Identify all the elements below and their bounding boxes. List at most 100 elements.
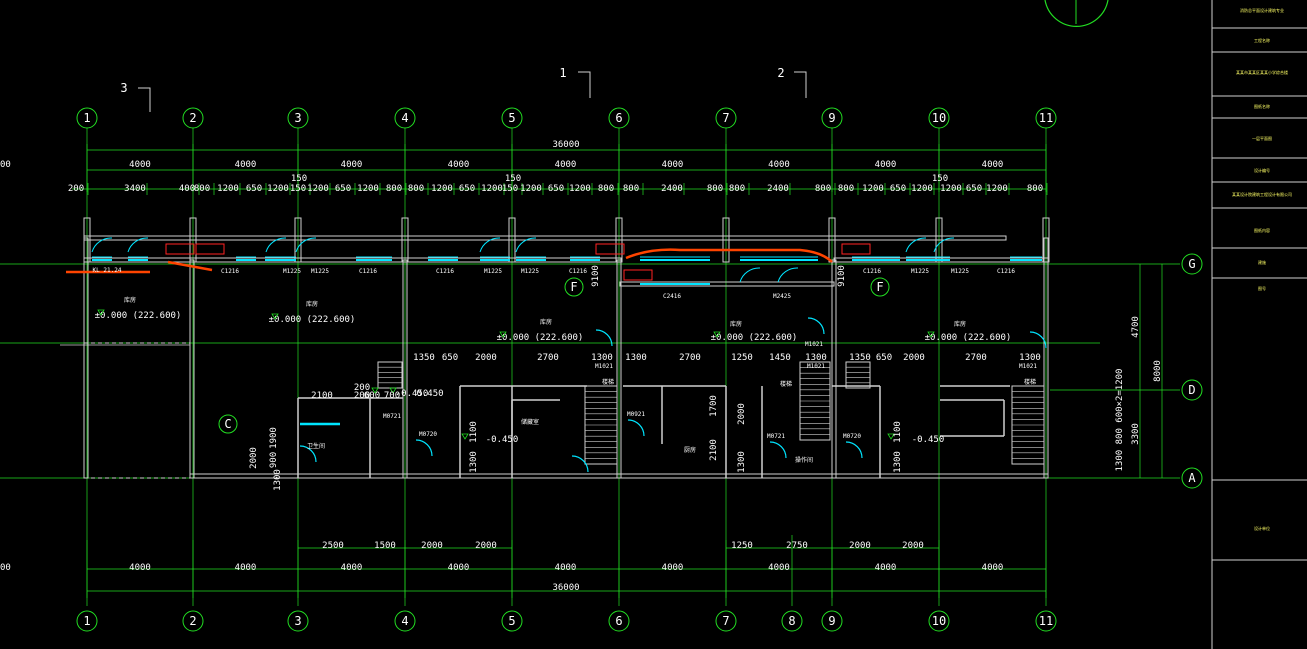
level-triangle	[713, 331, 721, 338]
dim-total-bottom: 36000	[552, 583, 579, 593]
axis-bubble[interactable]	[608, 610, 630, 632]
dim-detail-top: 800	[729, 184, 745, 194]
dim-bay-top: 4000	[341, 160, 363, 170]
north-arrow-circle[interactable]	[1044, 0, 1109, 27]
room-label: 操作间	[795, 456, 813, 464]
axis-bubble[interactable]	[394, 107, 416, 129]
axis-bubble[interactable]	[287, 107, 309, 129]
level-label: ±0.000 (222.600)	[95, 311, 182, 321]
axis-bubble[interactable]	[781, 610, 803, 632]
door-swing-arc	[627, 419, 645, 437]
axis-bubble[interactable]	[76, 610, 98, 632]
axis-bubble[interactable]	[715, 107, 737, 129]
door-swing-arc	[299, 445, 317, 463]
dim-bay-bottom: 4000	[662, 563, 684, 573]
door-swing-arc	[933, 237, 955, 253]
door-swing-arc	[127, 237, 149, 253]
highlight-curve	[625, 248, 833, 263]
section-letter: F	[570, 280, 577, 294]
window-label: C1216	[359, 268, 377, 275]
dim-detail-top: 800	[1027, 184, 1043, 194]
dim-detail-top: 800	[194, 184, 210, 194]
dim-bay-top: 4000	[768, 160, 790, 170]
callout-box	[623, 269, 653, 281]
level-label: -0.450	[396, 389, 429, 399]
axis-bubble[interactable]	[608, 107, 630, 129]
callout-box	[595, 243, 625, 255]
section-mark-line	[138, 87, 151, 112]
dim-bay-top: 4000	[555, 160, 577, 170]
axis-label-bottom: 7	[722, 614, 729, 628]
axis-label-right: G	[1188, 257, 1195, 271]
window-label: M1225	[484, 268, 502, 275]
dim-bay-bottom: 4000	[235, 563, 257, 573]
axis-bubble[interactable]	[394, 610, 416, 632]
misc-dimension: 1300	[1019, 353, 1041, 363]
dim-detail-top: 650	[890, 184, 906, 194]
door-swing-arc	[91, 237, 113, 253]
dim-bay-bottom: 4000	[448, 563, 470, 573]
axis-bubble[interactable]	[1181, 253, 1203, 275]
wall	[722, 217, 730, 263]
dim-detail-top: 400	[179, 184, 195, 194]
dim-detail-top: 1200	[217, 184, 239, 194]
dim-detail-top: 800	[598, 184, 614, 194]
dim-detail-bottom: 2000	[902, 541, 924, 551]
axis-bubble[interactable]	[1181, 467, 1203, 489]
misc-dimension: 2100	[311, 391, 333, 401]
axis-bubble[interactable]	[182, 107, 204, 129]
door-swing-arc	[905, 237, 927, 253]
axis-label-top: 4	[401, 111, 408, 125]
door-swing-arc	[807, 317, 825, 335]
axis-bubble[interactable]	[1035, 610, 1057, 632]
left-mark-label: KL 21.24	[93, 267, 122, 274]
room-label: 库房	[124, 296, 136, 304]
misc-dimension: 650	[442, 353, 458, 363]
room-label: 储藏室	[521, 418, 539, 426]
door-swing-arc	[739, 267, 761, 283]
misc-dimension: 2100	[709, 439, 719, 461]
titleblock-text: 建施	[1258, 259, 1266, 265]
axis-bubble[interactable]	[821, 610, 843, 632]
axis-bubble[interactable]	[1035, 107, 1057, 129]
axis-bubble[interactable]	[928, 107, 950, 129]
axis-label-bottom: 10	[932, 614, 946, 628]
dim-150: 150	[505, 174, 521, 184]
axis-bubble[interactable]	[715, 610, 737, 632]
section-bubble[interactable]	[564, 277, 584, 297]
wall	[831, 259, 837, 479]
dim-detail-bottom: 2750	[786, 541, 808, 551]
window-label: C1216	[436, 268, 454, 275]
window-label: M1225	[283, 268, 301, 275]
axis-bubble[interactable]	[287, 610, 309, 632]
dim-detail-bottom: 2000	[421, 541, 443, 551]
room-label: 厨房	[684, 446, 696, 454]
axis-label-top: 9	[828, 111, 835, 125]
misc-dimension: 900	[269, 452, 279, 468]
dim-detail-top: 1200	[307, 184, 329, 194]
axis-bubble[interactable]	[1181, 379, 1203, 401]
misc-dimension: 1100	[469, 421, 479, 443]
axis-bubble[interactable]	[501, 610, 523, 632]
section-bubble[interactable]	[218, 414, 238, 434]
section-mark-label: 1	[559, 66, 566, 80]
misc-dimension: 200	[354, 383, 370, 393]
callout-box	[195, 243, 225, 255]
window-label: C1216	[221, 268, 239, 275]
section-bubble[interactable]	[870, 277, 890, 297]
door-label: M0720	[843, 433, 861, 440]
axis-bubble[interactable]	[182, 610, 204, 632]
axis-label-top: 11	[1039, 111, 1053, 125]
axis-bubble[interactable]	[821, 107, 843, 129]
room-label: 库房	[540, 318, 552, 326]
axis-bubble[interactable]	[928, 610, 950, 632]
titleblock-text: 图纸名称	[1254, 103, 1270, 109]
axis-bubble[interactable]	[501, 107, 523, 129]
misc-dimension: 1300	[893, 451, 903, 473]
dim-detail-bottom: 2500	[322, 541, 344, 551]
dim-bay-bottom: 4000	[129, 563, 151, 573]
axis-label-bottom: 9	[828, 614, 835, 628]
room-label: 楼梯	[602, 378, 614, 386]
axis-bubble[interactable]	[76, 107, 98, 129]
